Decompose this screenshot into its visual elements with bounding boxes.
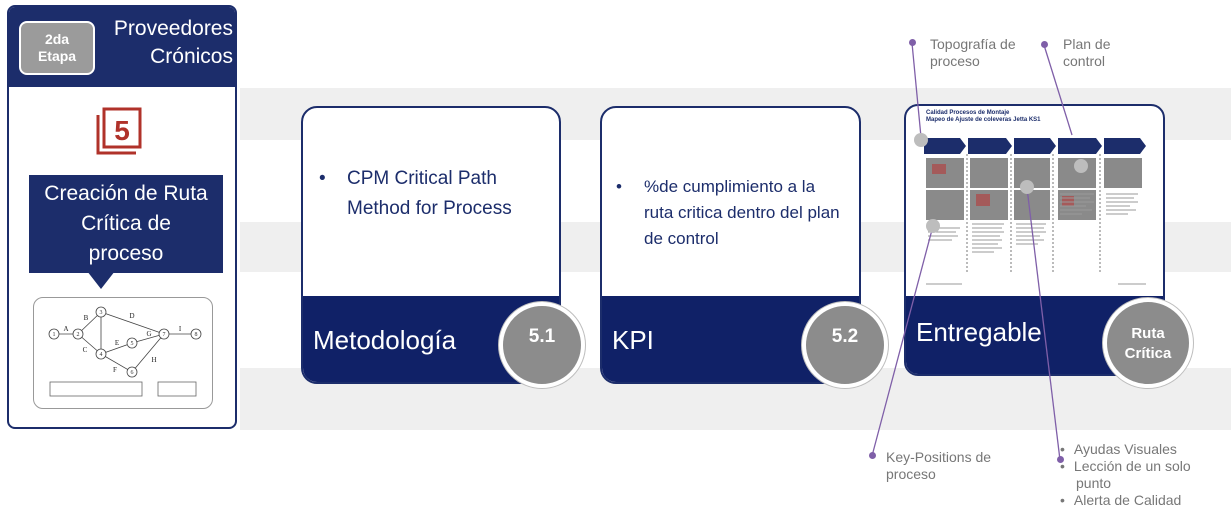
stage-title-line2: Crónicos xyxy=(150,45,233,68)
node-label: 2 xyxy=(77,332,80,338)
stage-header: 2da Etapa Proveedores Crónicos xyxy=(9,7,235,87)
callout-text: Creación de Ruta Crítica de proceso xyxy=(44,182,208,265)
node-label: 4 xyxy=(100,352,103,358)
step-number-badge: 5.1 xyxy=(499,302,585,388)
edge-label: F xyxy=(113,366,117,374)
doc-layout-graphic xyxy=(924,138,1146,285)
step-number-text: 5.2 xyxy=(831,326,859,347)
edge-label: H xyxy=(151,356,156,364)
doc-title: Calidad Procesos de Montaje Mapeo de Aju… xyxy=(926,110,1156,124)
annotation-dot xyxy=(909,39,916,46)
annotation-topografia: Topografía de proceso xyxy=(930,36,1030,70)
stage-panel: 2da Etapa Proveedores Crónicos 5 Creació… xyxy=(7,5,237,429)
step-number-text: 5.1 xyxy=(528,326,556,347)
methodology-bullet-text: CPM Critical Path Method for Process xyxy=(347,168,512,219)
annotation-topografia-text: Topografía de proceso xyxy=(930,36,1016,69)
step-five-icon: 5 xyxy=(96,107,142,155)
annotation-plan-control-text: Plan de control xyxy=(1063,36,1111,69)
node-label: 1 xyxy=(53,332,56,338)
annotation-list: Ayudas Visuales Lección de un solo punto… xyxy=(1060,441,1228,509)
process-callout: Creación de Ruta Crítica de proceso xyxy=(29,175,223,273)
annotation-dot xyxy=(1041,41,1048,48)
node-label: 6 xyxy=(131,370,134,376)
annotation-key-positions-text: Key-Positions de proceso xyxy=(886,449,992,482)
route-badge-line1: Ruta xyxy=(1131,325,1165,342)
critical-path-diagram: 1 2 3 4 5 6 7 8 A B C D E F G H I xyxy=(33,297,213,409)
annotation-list-item: Ayudas Visuales xyxy=(1060,441,1228,458)
node-label: 5 xyxy=(131,341,134,347)
stage-title: Proveedores Crónicos xyxy=(101,15,233,71)
annotation-key-positions: Key-Positions de proceso xyxy=(886,449,1026,483)
annotation-dot xyxy=(869,452,876,459)
annotation-plan-control: Plan de control xyxy=(1063,36,1133,70)
deliverable-document-thumbnail: Calidad Procesos de Montaje Mapeo de Aju… xyxy=(922,110,1156,292)
edge-label: B xyxy=(84,314,89,322)
kpi-label: KPI xyxy=(612,325,654,355)
stage-title-line1: Proveedores xyxy=(113,17,233,40)
annotation-list-item: Alerta de Calidad xyxy=(1060,492,1228,509)
annotation-list-item: Lección de un solo punto xyxy=(1060,458,1228,492)
kpi-bullet-text: %de cumplimiento a la ruta critica dentr… xyxy=(644,177,840,248)
doc-title-line2: Mapeo de Ajuste de coleveras Jetta KS1 xyxy=(926,117,1041,123)
node-label: 8 xyxy=(195,332,198,338)
edge-label: G xyxy=(146,330,151,338)
step-number: 5 xyxy=(114,115,130,146)
callout-tail xyxy=(87,271,115,289)
methodology-label: Metodología xyxy=(313,325,457,355)
deliverable-label: Entregable xyxy=(916,317,1042,347)
kpi-bullet: • %de cumplimiento a la ruta critica den… xyxy=(616,177,840,248)
stage-badge: 2da Etapa xyxy=(19,21,95,75)
node-label: 7 xyxy=(163,332,166,338)
edge-label: I xyxy=(179,325,182,333)
stage-badge-label: Etapa xyxy=(37,48,77,64)
route-badge: Ruta Crítica xyxy=(1103,298,1193,388)
edge-label: E xyxy=(115,339,119,347)
edge-label: D xyxy=(129,312,134,320)
edge-label: C xyxy=(83,346,88,354)
doc-title-line1: Calidad Procesos de Montaje xyxy=(926,110,1010,116)
step-number-badge: 5.2 xyxy=(802,302,888,388)
network-graph: 1 2 3 4 5 6 7 8 A B C D E F G H I xyxy=(48,306,202,397)
methodology-bullet: • CPM Critical Path Method for Process xyxy=(319,168,512,219)
edge-label: A xyxy=(63,325,68,333)
stage-badge-number: 2da xyxy=(44,31,70,47)
node-label: 3 xyxy=(100,310,103,316)
route-badge-line2: Crítica xyxy=(1124,345,1172,362)
